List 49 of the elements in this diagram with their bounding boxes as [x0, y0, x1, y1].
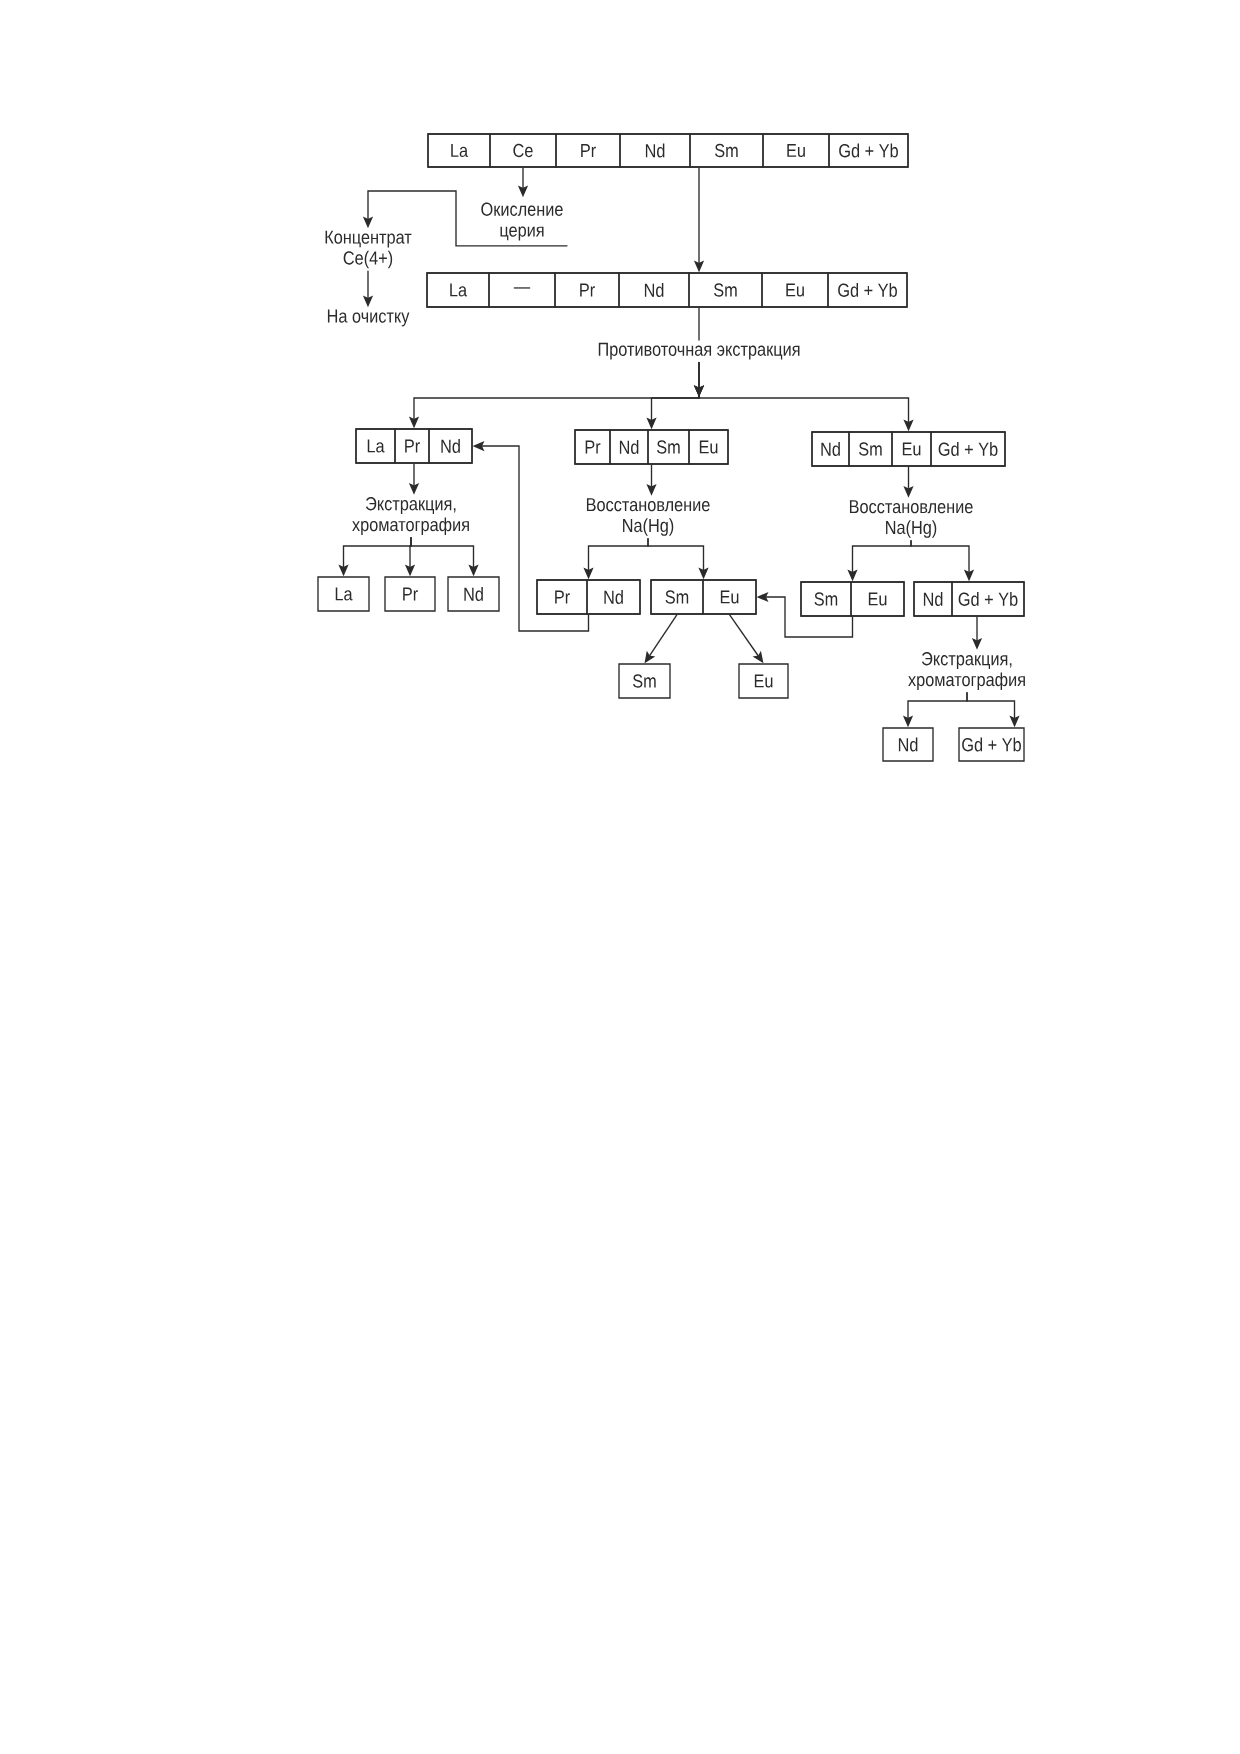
- step-label: Экстракция, хроматография: [352, 497, 469, 535]
- element-cell: Sm: [848, 431, 893, 467]
- element-cell: Eu: [762, 133, 830, 168]
- element-cell: Pr: [554, 272, 620, 308]
- element-cell: Eu: [702, 579, 757, 615]
- element-cell: Gd + Yb: [828, 133, 909, 168]
- element-box: Gd + Yb: [958, 727, 1025, 762]
- step-label: На очистку: [327, 309, 410, 327]
- element-cell: Pr: [394, 428, 430, 464]
- element-cell: Gd + Yb: [827, 272, 908, 308]
- step-label: Восстановление Na(Hg): [586, 498, 710, 536]
- element-box: Eu: [738, 663, 789, 699]
- element-box: Sm: [618, 663, 671, 699]
- element-cell: Eu: [688, 429, 729, 465]
- element-box: Nd: [447, 576, 500, 612]
- element-cell: La: [426, 272, 490, 308]
- element-cell: Pr: [574, 429, 611, 465]
- element-cell: Nd: [811, 431, 850, 467]
- element-cell: —: [488, 272, 556, 308]
- element-cell: Nd: [609, 429, 649, 465]
- element-cell: Eu: [850, 581, 905, 617]
- element-box: Pr: [384, 576, 436, 612]
- element-cell: Ce: [489, 133, 557, 168]
- connector-line: [698, 307, 700, 342]
- element-cell: Nd: [619, 133, 691, 168]
- element-box: La: [317, 576, 370, 612]
- step-label: Окисление церия: [481, 202, 563, 241]
- element-cell: Nd: [586, 579, 641, 615]
- element-cell: Eu: [891, 431, 932, 467]
- step-label: Концентрат Ce(4+): [325, 230, 412, 269]
- step-label: Восстановление Na(Hg): [849, 500, 973, 538]
- element-cell: Nd: [913, 581, 953, 617]
- element-cell: Sm: [647, 429, 690, 465]
- element-box: Nd: [882, 727, 934, 762]
- element-cell: Pr: [555, 133, 621, 168]
- element-cell: Eu: [761, 272, 829, 308]
- element-cell: Sm: [800, 581, 852, 617]
- element-cell: Gd + Yb: [951, 581, 1025, 617]
- element-cell: La: [355, 428, 396, 464]
- element-cell: Sm: [688, 272, 763, 308]
- element-cell: Pr: [536, 579, 588, 615]
- step-label: Противоточная экстракция: [598, 342, 800, 360]
- element-cell: La: [427, 133, 491, 168]
- element-cell: Sm: [650, 579, 704, 615]
- step-label: Экстракция, хроматография: [908, 652, 1025, 690]
- element-cell: Nd: [618, 272, 690, 308]
- element-cell: Nd: [428, 428, 473, 464]
- element-cell: Gd + Yb: [930, 431, 1006, 467]
- element-cell: Sm: [689, 133, 764, 168]
